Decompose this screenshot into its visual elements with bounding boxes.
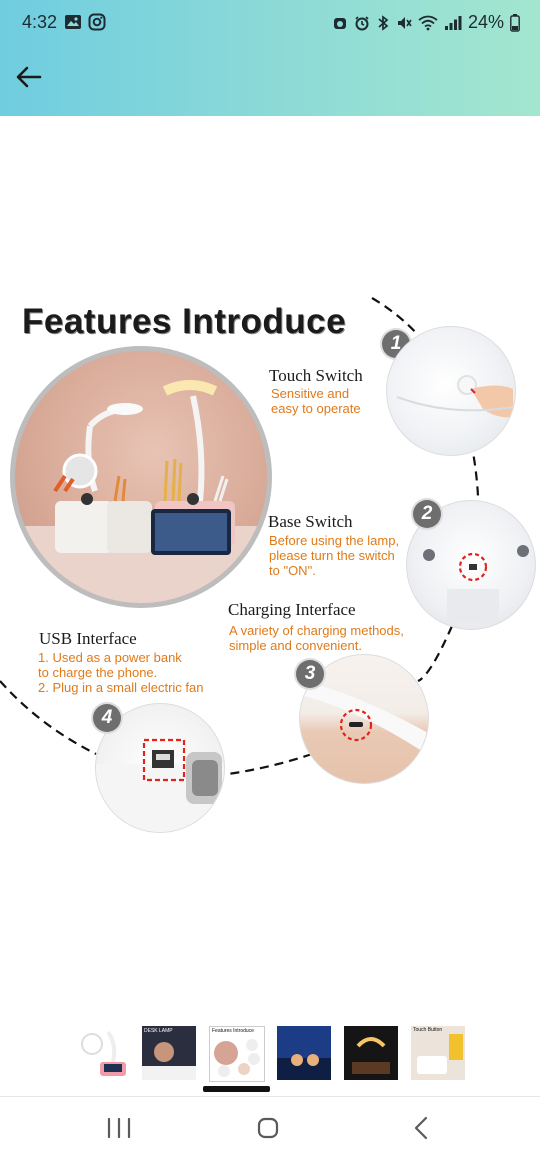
lamp-photo xyxy=(10,346,272,608)
charging-port-photo xyxy=(299,654,429,784)
thumbnail-6-image xyxy=(411,1026,465,1080)
battery-percent: 24% xyxy=(467,12,504,32)
thumbnail-2-image xyxy=(142,1026,196,1080)
feature-2-title: Base Switch xyxy=(268,512,353,531)
feature-4-title: USB Interface xyxy=(39,629,137,648)
lamp-illustration xyxy=(15,380,267,603)
base-switch-illustration xyxy=(423,545,529,623)
thumbnail-5[interactable] xyxy=(344,1026,398,1080)
gallery-icon xyxy=(65,15,81,29)
thumbnail-6[interactable]: Touch Button xyxy=(411,1026,465,1080)
feature-3-title: Charging Interface xyxy=(228,600,356,619)
touch-switch-photo xyxy=(386,326,516,456)
thumbnail-3[interactable]: Features Introduce xyxy=(209,1026,265,1082)
feature-1-desc: Sensitive and easy to operate xyxy=(271,386,361,416)
thumbnail-3-caption: Features Introduce xyxy=(212,1028,254,1034)
feature-4-badge: 4 xyxy=(93,704,121,732)
status-time: 4:32 xyxy=(22,12,58,32)
status-left-icons xyxy=(64,13,106,31)
feature-1-title: Touch Switch xyxy=(269,366,363,385)
touch-switch-illustration xyxy=(396,375,514,418)
status-bar: 4:32 24% xyxy=(0,0,540,46)
thumbnail-6-caption: Touch Button xyxy=(413,1027,443,1033)
thumbnail-4-image xyxy=(277,1026,331,1080)
alarm-icon xyxy=(333,17,346,29)
feature-3-badge: 3 xyxy=(296,660,324,688)
feature-3-desc: A variety of charging methods, simple an… xyxy=(229,623,404,653)
back-arrow-icon[interactable] xyxy=(14,62,44,92)
system-nav-bar xyxy=(0,1096,540,1159)
app-header: 4:32 24% xyxy=(0,0,540,116)
feature-2-badge: 2 xyxy=(413,500,441,528)
alarm-clock-icon xyxy=(355,15,369,30)
product-image[interactable]: Features Introduce 1 xyxy=(0,116,540,1026)
thumbnail-5-image xyxy=(344,1026,398,1080)
back-icon[interactable] xyxy=(410,1115,432,1141)
battery-icon xyxy=(510,13,520,32)
signal-icon xyxy=(444,15,462,30)
feature-2-desc: Before using the lamp, please turn the s… xyxy=(269,533,400,578)
thumbnail-4[interactable] xyxy=(277,1026,331,1080)
thumbnail-3-image xyxy=(214,1039,260,1077)
bluetooth-icon xyxy=(378,14,389,31)
thumbnail-2[interactable]: DESK LAMP xyxy=(142,1026,196,1080)
wifi-icon xyxy=(418,15,438,30)
charging-port-illustration xyxy=(300,680,428,755)
instagram-icon xyxy=(88,13,106,31)
mute-icon xyxy=(397,16,412,29)
thumbnail-1[interactable] xyxy=(78,1026,132,1080)
thumbnail-1-image xyxy=(81,1030,126,1076)
thumbnail-strip: DESK LAMP Features Introduce Touch Butto… xyxy=(0,1022,540,1088)
infographic-title: Features Introduce xyxy=(22,302,347,341)
status-right-icons: 24% xyxy=(332,12,520,33)
active-thumbnail-indicator xyxy=(203,1086,270,1092)
recents-icon[interactable] xyxy=(106,1117,132,1139)
feature-4-desc: 1. Used as a power bank to charge the ph… xyxy=(38,650,204,695)
home-icon[interactable] xyxy=(257,1117,279,1139)
thumbnail-2-caption: DESK LAMP xyxy=(144,1028,173,1034)
